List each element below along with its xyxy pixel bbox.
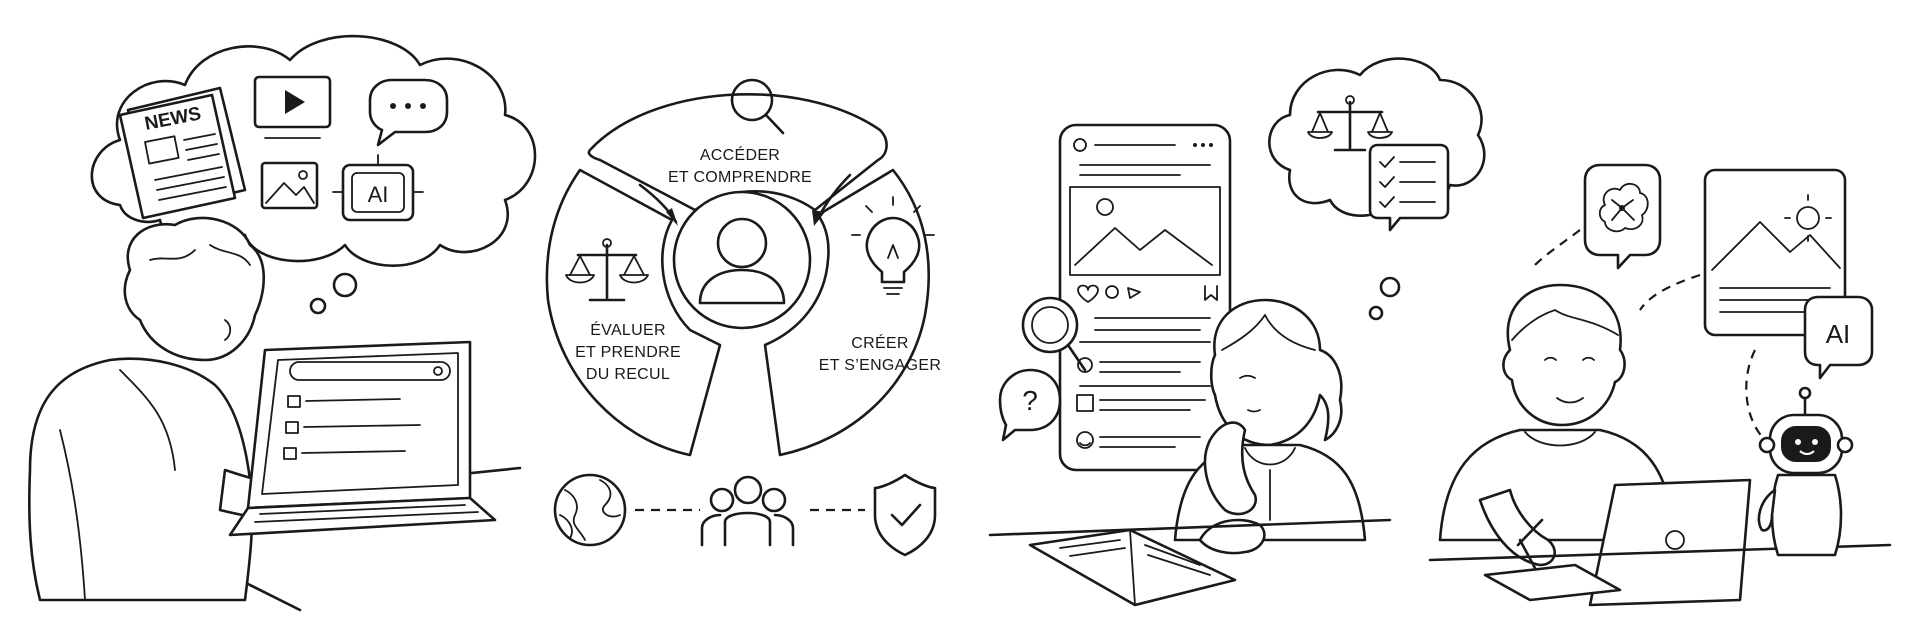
sector-left-line1: ÉVALUER [590, 320, 666, 339]
phone-feed [1058, 123, 1232, 472]
brain-icon [1583, 163, 1662, 270]
scales-icon [1307, 95, 1393, 152]
newspaper-icon: NEWS [118, 86, 247, 220]
tablet [1483, 563, 1622, 602]
laptop-icon [228, 340, 497, 537]
ai-bubble: AI [1803, 295, 1874, 380]
search-icon [730, 78, 785, 135]
sector-right-line2: ET S’ENGAGER [819, 357, 941, 374]
svg-text:?: ? [1022, 385, 1038, 416]
shield-check-icon [873, 473, 937, 557]
globe-icon [553, 473, 627, 547]
center-circle [672, 190, 812, 330]
people-icon [700, 475, 795, 547]
ai-bubble-label: AI [1826, 319, 1851, 349]
sector-access-understand [587, 93, 888, 212]
ai-chip-icon: AI [332, 154, 424, 222]
panel-student-ai: AI [1428, 163, 1892, 607]
connector-dash [1639, 273, 1701, 311]
desk [988, 518, 1392, 537]
sector-left-line3: DU RECUL [586, 366, 670, 383]
play-icon [253, 75, 332, 139]
connector-dash [1745, 349, 1766, 441]
panel-student-phone: ? [988, 57, 1486, 607]
notebook [1028, 528, 1237, 607]
laptop-icon [1588, 478, 1752, 607]
media-literacy-wheel: ACCÉDER ET COMPRENDRE ÉVALUER ET PRENDRE… [545, 78, 941, 557]
checklist-icon [1368, 143, 1450, 232]
search-icon [433, 366, 443, 376]
search-input [289, 361, 451, 381]
person-icon [698, 217, 786, 305]
sector-left-line2: ET PRENDRE [575, 344, 681, 361]
sector-evaluate [545, 168, 722, 457]
thought-bubble-dot [1379, 276, 1401, 298]
girl-figure [1173, 298, 1367, 555]
connector-dash [1534, 229, 1581, 266]
image-icon [1069, 186, 1221, 276]
question-icon: ? [998, 368, 1062, 442]
chat-icon [368, 78, 449, 147]
image-icon [1703, 168, 1847, 337]
thought-bubble-dot [309, 297, 327, 315]
sector-top-line2: ET COMPRENDRE [668, 169, 812, 186]
image-icon [260, 161, 319, 210]
sector-create-engage [763, 168, 931, 457]
ai-chip-label: AI [368, 182, 389, 207]
sector-right-line1: CRÉER [851, 333, 909, 352]
sector-top-line1: ACCÉDER [700, 145, 780, 164]
scales-icon [565, 238, 649, 302]
thought-bubble-dot [332, 272, 358, 298]
thought-bubble-dot [1368, 305, 1384, 321]
robot-icon [1757, 386, 1854, 557]
search-icon [1021, 296, 1087, 372]
panel-student-laptop: NEWS AI [28, 34, 537, 612]
lightbulb-icon [851, 196, 935, 295]
